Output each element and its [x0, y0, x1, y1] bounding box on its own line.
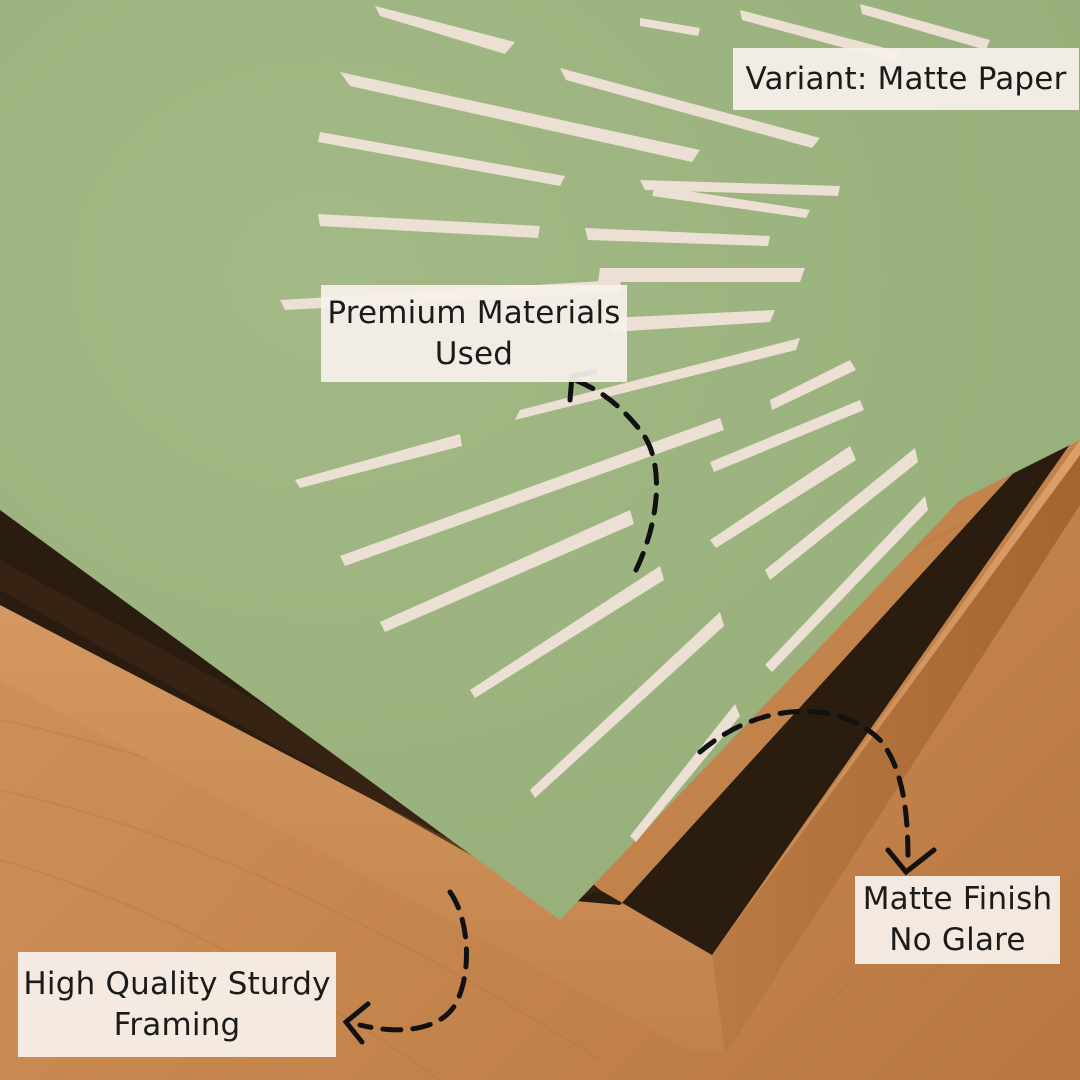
premium-materials-label: Premium Materials Used — [321, 285, 627, 382]
art-paper — [0, 0, 1080, 920]
matte-finish-line-1: Matte Finish — [862, 881, 1053, 917]
arrow-matte — [697, 708, 911, 863]
arrow-matte-head — [885, 847, 937, 876]
variant-label: Variant: Matte Paper — [733, 48, 1079, 110]
premium-materials-line-1: Premium Materials — [327, 294, 621, 331]
brush-strokes — [280, 4, 990, 842]
framing-line-1: High Quality Sturdy — [23, 965, 331, 1002]
premium-materials-line-2: Used — [434, 335, 514, 372]
framing-label: High Quality Sturdy Framing — [18, 952, 336, 1057]
matte-finish-label: Matte Finish No Glare — [855, 876, 1060, 964]
framing-line-2: Framing — [113, 1006, 241, 1043]
arrow-materials — [572, 377, 660, 573]
arrow-framing — [357, 889, 469, 1033]
matte-finish-line-2: No Glare — [889, 922, 1026, 958]
arrow-framing-head — [342, 1001, 371, 1045]
variant-label-text: Variant: Matte Paper — [745, 60, 1067, 97]
frame-front-edge — [712, 455, 1080, 1055]
